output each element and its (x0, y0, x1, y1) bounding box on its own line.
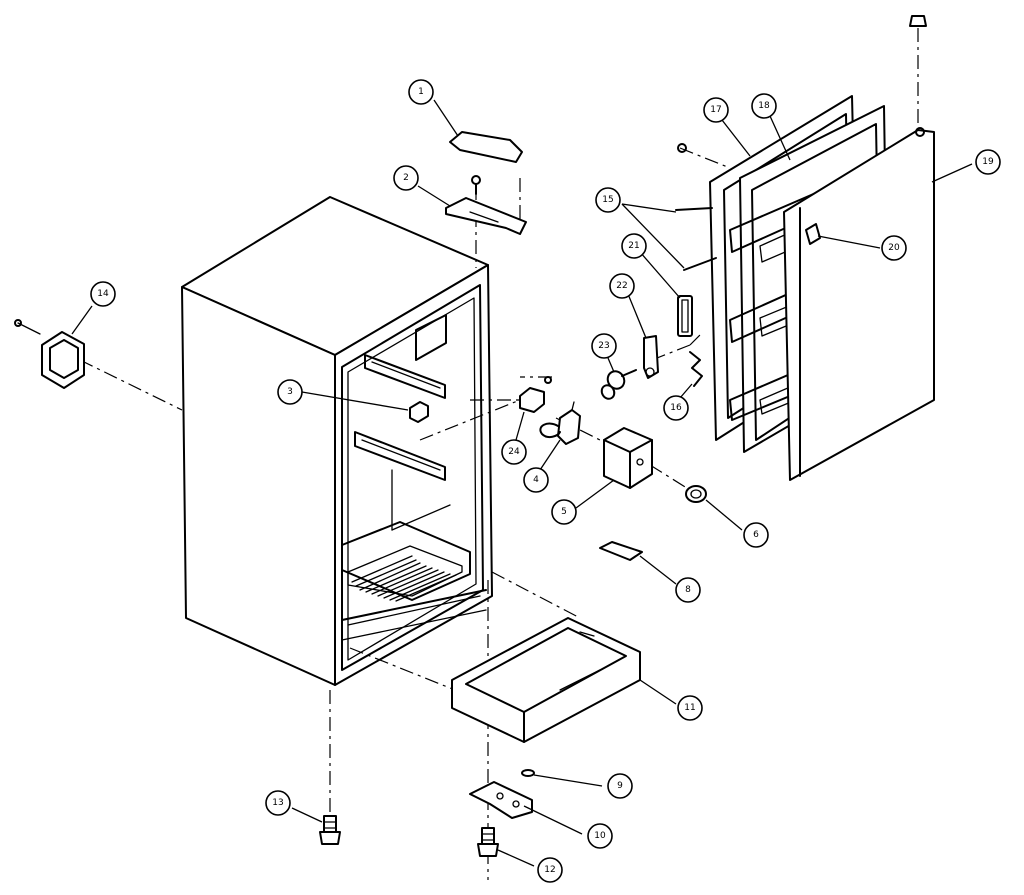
part-16-wire (679, 351, 703, 399)
callout-4: 4 (523, 467, 549, 493)
part-22-latch-bracket (627, 293, 659, 379)
part-3-shelf-clip (301, 391, 429, 423)
svg-text:3: 3 (287, 387, 293, 397)
svg-text:4: 4 (533, 475, 539, 485)
callout-8: 8 (675, 577, 701, 603)
part-1-hinge-cover (433, 99, 523, 163)
svg-text:12: 12 (544, 865, 555, 875)
part-8-trim-strip (599, 541, 677, 585)
refrigerator-cabinet (181, 196, 493, 686)
svg-text:14: 14 (97, 289, 109, 299)
svg-text:21: 21 (628, 241, 639, 251)
svg-text:10: 10 (594, 831, 606, 841)
callout-23: 23 (591, 333, 617, 359)
callout-22: 22 (609, 273, 635, 299)
svg-text:23: 23 (598, 341, 609, 351)
callout-9: 9 (607, 773, 633, 799)
callout-20: 20 (881, 235, 907, 261)
callout-5: 5 (551, 499, 577, 525)
part-9-washer (521, 769, 603, 787)
part-20-latch (805, 223, 821, 245)
callout-10: 10 (587, 823, 613, 849)
part-11-drip-tray (451, 617, 677, 743)
part-23-magnet (600, 357, 637, 400)
callout-1: 1 (408, 79, 434, 105)
svg-text:5: 5 (561, 507, 567, 517)
svg-text:8: 8 (685, 585, 691, 595)
part-21-door-handle (639, 251, 693, 337)
svg-text:24: 24 (508, 447, 520, 457)
callout-3: 3 (277, 379, 303, 405)
crisper-grille (351, 555, 457, 602)
part-12-leveling-foot (477, 827, 535, 867)
part-15-pins (621, 203, 717, 271)
part-5-thermostat (575, 427, 653, 509)
svg-text:11: 11 (684, 703, 695, 713)
callout-17: 17 (703, 97, 729, 123)
svg-text:13: 13 (272, 798, 283, 808)
callout-18: 18 (751, 93, 777, 119)
svg-text:17: 17 (710, 105, 721, 115)
svg-text:22: 22 (616, 281, 627, 291)
callout-12: 12 (537, 857, 563, 883)
callout-21: 21 (621, 233, 647, 259)
callout-16: 16 (663, 395, 689, 421)
part-13-leveling-foot (291, 807, 341, 845)
part-6-knob (685, 485, 743, 531)
svg-text:6: 6 (753, 530, 759, 540)
callout-6: 6 (743, 522, 769, 548)
svg-text:16: 16 (670, 403, 682, 413)
svg-text:2: 2 (403, 173, 409, 183)
part-2-top-hinge (417, 175, 527, 235)
svg-text:18: 18 (758, 101, 770, 111)
callout-24: 24 (501, 439, 527, 465)
callout-15: 15 (595, 187, 621, 213)
svg-text:15: 15 (602, 195, 613, 205)
callout-11: 11 (677, 695, 703, 721)
part-19-door (783, 15, 935, 481)
callout-2: 2 (393, 165, 419, 191)
part-4-switch (539, 401, 581, 471)
svg-text:1: 1 (418, 87, 424, 97)
part-14-bracket (14, 305, 93, 389)
callout-13: 13 (265, 790, 291, 816)
part-10-bottom-hinge (469, 781, 583, 835)
svg-text:20: 20 (888, 243, 900, 253)
callout-14: 14 (90, 281, 116, 307)
svg-text:19: 19 (982, 157, 994, 167)
part-24-lamp-holder (515, 376, 552, 441)
callout-19: 19 (975, 149, 1001, 175)
svg-text:9: 9 (617, 781, 623, 791)
